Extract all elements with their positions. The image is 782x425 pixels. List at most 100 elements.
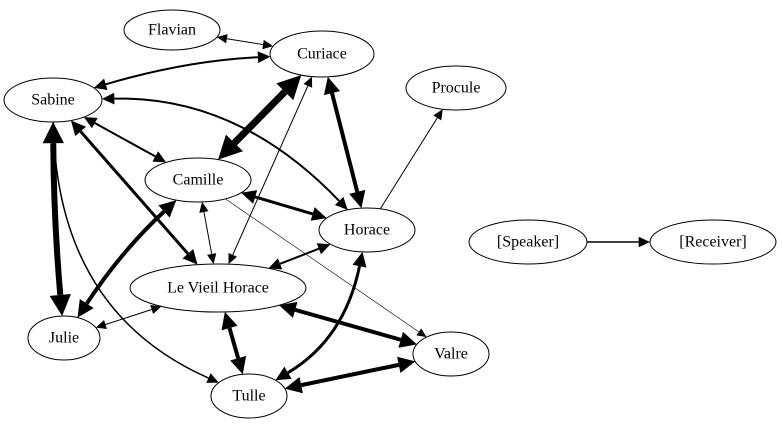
edge-vieil-valre — [279, 301, 417, 348]
edge-camille-julie-arrowhead-end — [77, 299, 94, 318]
edge-vieil-tulle-line — [227, 327, 241, 359]
edge-vieil-tulle-arrowhead-start — [221, 311, 238, 331]
edge-camille-julie-arrowhead-start — [158, 200, 177, 218]
edge-horace-vieil-line — [279, 247, 320, 265]
node-procule-label: Procule — [432, 80, 481, 97]
edge-sabine-horace — [101, 92, 348, 210]
edge-sabine-tulle-arrowhead-end — [206, 373, 219, 383]
edge-flavian-curiace-arrowhead-end — [262, 39, 274, 50]
edge-valre-tulle-arrowhead-start — [397, 356, 416, 373]
node-camille-shape — [144, 157, 252, 203]
edge-horace-vieil-arrowhead-start — [316, 243, 331, 255]
edge-horace-tulle-arrowhead-end — [275, 366, 292, 381]
edge-speaker-receiver-arrowhead-end — [638, 236, 650, 248]
edge-vieil-julie-arrowhead-start — [150, 305, 162, 314]
node-receiver[interactable]: [Receiver] — [649, 219, 777, 265]
edge-camille-horace-arrowhead-start — [241, 190, 258, 204]
edge-curiace-camille-arrowhead-end — [218, 134, 243, 160]
node-horace[interactable]: Horace — [318, 207, 416, 253]
node-tulle-shape — [210, 373, 288, 419]
edge-valre-tulle-arrowhead-end — [284, 377, 303, 394]
edge-vieil-julie-line — [105, 309, 152, 326]
node-flavian-label: Flavian — [148, 22, 196, 39]
edge-horace-tulle-line — [287, 265, 361, 375]
edge-curiace-vieil-arrowhead-end — [228, 252, 238, 265]
edge-horace-tulle — [275, 251, 367, 381]
node-curiace-label: Curiace — [297, 46, 347, 63]
edge-curiace-camille-arrowhead-start — [276, 75, 302, 101]
node-vieil-horace-shape — [129, 263, 307, 313]
edge-camille-vieil — [199, 201, 217, 265]
node-vieil-horace-label: Le Vieil Horace — [167, 280, 269, 297]
edge-sabine-vieil — [70, 120, 198, 265]
edge-horace-procule — [379, 109, 443, 210]
edge-sabine-tulle — [52, 121, 219, 383]
node-valre[interactable]: Valre — [412, 331, 490, 377]
edge-sabine-vieil-line — [79, 130, 190, 255]
edge-camille-julie-line — [85, 210, 166, 305]
edge-sabine-curiace-line — [105, 56, 258, 86]
node-curiace[interactable]: Curiace — [269, 30, 375, 78]
node-camille[interactable]: Camille — [144, 157, 252, 203]
edge-curiace-camille-line — [231, 89, 288, 146]
nodes-layer: Flavian Curiace Procule Sabine Camille H… — [3, 9, 777, 419]
edge-camille-vieil-arrowhead-start — [199, 201, 209, 213]
edge-speaker-receiver — [586, 236, 650, 248]
edge-horace-vieil-arrowhead-end — [268, 258, 283, 270]
node-speaker-shape — [468, 219, 588, 265]
edge-flavian-curiace-line — [226, 38, 264, 46]
node-procule-shape — [405, 65, 507, 111]
edge-sabine-vieil-arrowhead-end — [182, 249, 198, 265]
edge-sabine-camille-line — [94, 122, 156, 158]
edge-curiace-camille — [218, 75, 302, 160]
edge-sabine-julie-arrowhead-end — [49, 293, 71, 317]
node-sabine-shape — [3, 77, 103, 123]
edge-vieil-valre-line — [294, 307, 402, 342]
edge-vieil-tulle — [221, 311, 247, 375]
node-tulle[interactable]: Tulle — [210, 373, 288, 419]
edge-flavian-curiace-arrowhead-start — [216, 34, 228, 44]
edge-camille-horace-arrowhead-end — [310, 207, 327, 221]
node-receiver-shape — [649, 219, 777, 265]
edge-camille-horace — [241, 190, 327, 221]
node-horace-label: Horace — [344, 222, 390, 239]
edge-sabine-julie-line — [50, 143, 64, 296]
node-julie-label: Julie — [49, 330, 79, 347]
edge-vieil-tulle-arrowhead-end — [230, 355, 247, 375]
edge-curiace-horace-arrowhead-end — [349, 189, 366, 209]
node-julie[interactable]: Julie — [27, 315, 101, 361]
node-procule[interactable]: Procule — [405, 65, 507, 111]
edge-camille-julie — [77, 200, 177, 318]
edge-camille-horace-line — [254, 195, 314, 216]
edge-vieil-valre-arrowhead-end — [398, 331, 417, 348]
edge-sabine-tulle-line — [52, 121, 209, 379]
node-camille-label: Camille — [173, 172, 224, 189]
edge-horace-procule-line — [379, 117, 438, 210]
node-valre-label: Valre — [434, 346, 468, 363]
edge-valre-tulle — [284, 356, 416, 394]
node-flavian[interactable]: Flavian — [123, 9, 221, 51]
edge-curiace-vieil-line — [232, 85, 309, 256]
edge-sabine-vieil-arrowhead-start — [70, 120, 86, 137]
node-sabine[interactable]: Sabine — [3, 77, 103, 123]
node-speaker-label: [Speaker] — [497, 234, 559, 251]
edge-sabine-curiace-arrowhead-end — [257, 51, 271, 64]
node-flavian-shape — [123, 9, 221, 51]
edge-horace-vieil — [268, 243, 331, 270]
edge-sabine-camille-arrowhead-start — [83, 117, 98, 129]
edge-sabine-curiace-arrowhead-start — [93, 78, 108, 90]
edge-sabine-horace-line — [114, 97, 340, 202]
edge-sabine-camille-arrowhead-end — [152, 151, 167, 163]
node-vieil-horace[interactable]: Le Vieil Horace — [129, 263, 307, 313]
edge-curiace-horace-arrowhead-start — [323, 76, 341, 96]
node-speaker[interactable]: [Speaker] — [468, 219, 588, 265]
node-horace-shape — [318, 207, 416, 253]
edge-vieil-julie-arrowhead-end — [95, 320, 107, 329]
node-curiace-shape — [269, 30, 375, 78]
edge-camille-vieil-line — [203, 211, 213, 255]
edge-camille-valre-arrowhead-end — [416, 328, 427, 338]
node-julie-shape — [27, 315, 101, 361]
edge-sabine-horace-arrowhead-end — [334, 196, 348, 210]
edge-vieil-julie — [95, 305, 162, 329]
